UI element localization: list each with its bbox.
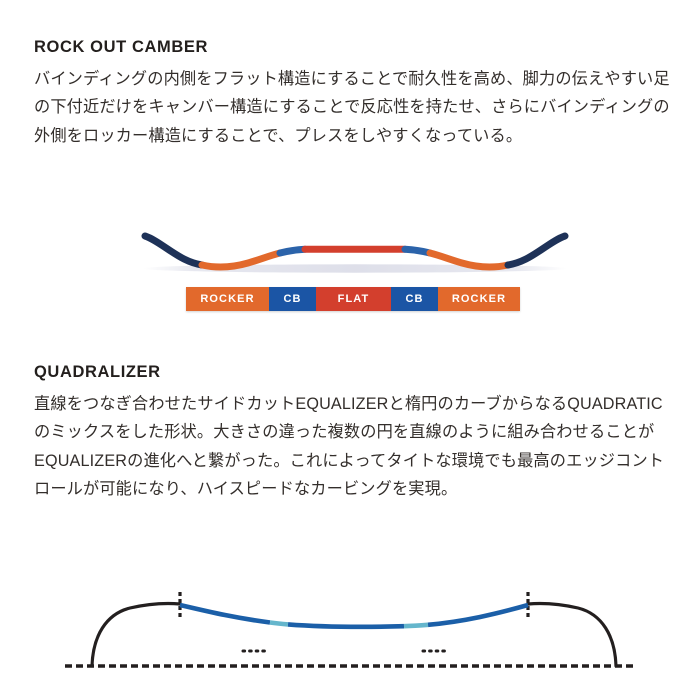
quadralizer-sidecut-svg [65,592,635,668]
legend-segment-cb-left: CB [269,287,316,311]
board-segment-camber-right [401,245,434,257]
body-text-rock-out-camber: バインディングの内側をフラット構造にすることで耐久性を高め、脚力の伝えやすい足の… [34,69,670,145]
sidecut-segment-right-outer [427,602,529,628]
section-quadralizer: QUADRALIZER 直線をつなぎ合わせたサイドカットEQUALIZERと楕円… [34,363,670,503]
page-title-rock-out-camber: ROCK OUT CAMBER [34,38,208,56]
legend-label-flat: FLAT [337,293,370,305]
quadralizer-sidecut-diagram [60,588,640,680]
board-segment-tip-right [504,232,569,269]
board-segment-tip-left [141,232,206,269]
sidecut-curve [179,602,529,630]
page-title-quadralizer: QUADRALIZER [34,363,161,381]
section-rock-out-camber: ROCK OUT CAMBER バインディングの内側をフラット構造にすることで耐… [34,38,670,150]
sidecut-segment-center [287,622,405,630]
board-profile [141,232,569,271]
nose-outline-left [90,601,182,668]
sidecut-segment-right-transition [403,622,429,629]
board-segment-rocker-right [426,249,512,271]
camber-legend-bar: ROCKER CB FLAT CB ROCKER [186,287,520,311]
legend-label-cb-right: CB [405,293,424,305]
camber-profile-svg [141,232,569,273]
sidecut-segment-left-outer [179,602,271,625]
legend-label-rocker-left: ROCKER [200,293,255,305]
legend-segment-rocker-right: ROCKER [438,287,520,311]
rock-out-camber-profile-diagram [140,228,570,320]
legend-segment-rocker-left: ROCKER [186,287,269,311]
tail-outline-right [526,601,618,668]
legend-segment-cb-right: CB [391,287,438,311]
ground-shadow [143,264,567,273]
body-text-quadralizer: 直線をつなぎ合わせたサイドカットEQUALIZERと楕円のカーブからなるQUAD… [34,394,665,499]
legend-label-rocker-right: ROCKER [451,293,507,305]
board-segment-rocker-left [198,249,284,271]
legend-segment-flat: FLAT [316,287,391,311]
sidecut-segment-left-transition [269,620,289,627]
legend-label-cb-left: CB [283,293,302,305]
board-segment-camber-left [276,245,309,257]
